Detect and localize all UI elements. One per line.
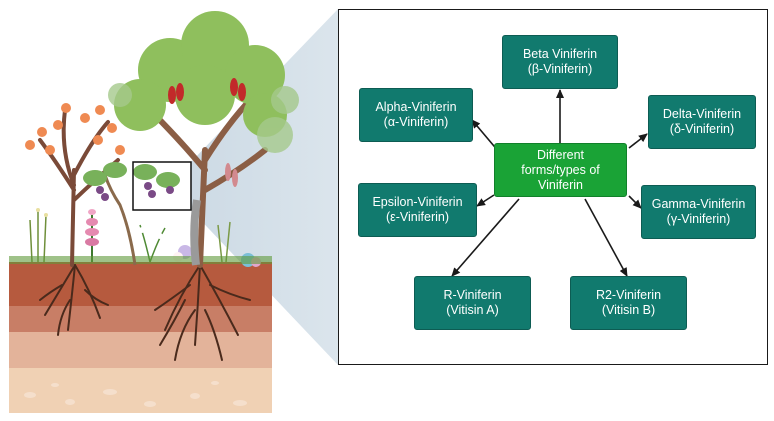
soil-layers xyxy=(9,262,272,413)
node-center-viniferin: Different forms/types of Viniferin xyxy=(494,143,627,197)
ground-plants xyxy=(9,208,272,267)
viniferin-diagram-panel: Different forms/types of Viniferin Beta … xyxy=(338,9,768,365)
arrow-to-delta xyxy=(628,133,648,149)
node-alpha-line1: Alpha-Viniferin xyxy=(375,100,457,114)
node-beta-viniferin: Beta Viniferin (β-Viniferin) xyxy=(502,35,618,89)
arrow-to-r2 xyxy=(584,198,628,277)
node-epsilon-line1: Epsilon-Viniferin xyxy=(372,195,463,209)
node-r-line2: (Vitisin A) xyxy=(446,303,499,317)
zoom-highlight-box xyxy=(132,161,192,211)
flowering-tree xyxy=(25,103,125,267)
arrow-to-epsilon xyxy=(476,194,495,207)
node-r2-line1: R2-Viniferin xyxy=(595,288,662,302)
node-r-viniferin: R-Viniferin (Vitisin A) xyxy=(414,276,531,330)
roots xyxy=(39,264,251,361)
arrow-to-gamma xyxy=(628,195,642,209)
node-gamma-line1: Gamma-Viniferin xyxy=(651,197,746,211)
node-r2-line2: (Vitisin B) xyxy=(601,303,656,317)
node-r-line1: R-Viniferin xyxy=(443,288,502,302)
node-delta-viniferin: Delta-Viniferin (δ-Viniferin) xyxy=(648,95,756,149)
leafy-tree xyxy=(108,11,299,268)
node-alpha-line2: (α-Viniferin) xyxy=(383,115,449,129)
node-center-line1: Different xyxy=(536,147,584,162)
grapevine xyxy=(83,162,180,266)
arrow-to-r xyxy=(451,198,520,277)
node-gamma-line2: (γ-Viniferin) xyxy=(666,212,731,226)
node-r2-viniferin: R2-Viniferin (Vitisin B) xyxy=(570,276,687,330)
node-alpha-viniferin: Alpha-Viniferin (α-Viniferin) xyxy=(359,88,473,142)
node-delta-line1: Delta-Viniferin xyxy=(662,107,742,121)
zoom-cone xyxy=(191,9,338,365)
node-beta-line1: Beta Viniferin xyxy=(522,47,598,61)
node-center-line2: forms/types of xyxy=(521,162,600,177)
node-gamma-viniferin: Gamma-Viniferin (γ-Viniferin) xyxy=(641,185,756,239)
node-delta-line2: (δ-Viniferin) xyxy=(669,122,735,136)
node-center-line3: Viniferin xyxy=(538,177,583,192)
node-epsilon-line2: (ε-Viniferin) xyxy=(386,210,449,224)
node-epsilon-viniferin: Epsilon-Viniferin (ε-Viniferin) xyxy=(358,183,477,237)
node-beta-line2: (β-Viniferin) xyxy=(527,62,593,76)
